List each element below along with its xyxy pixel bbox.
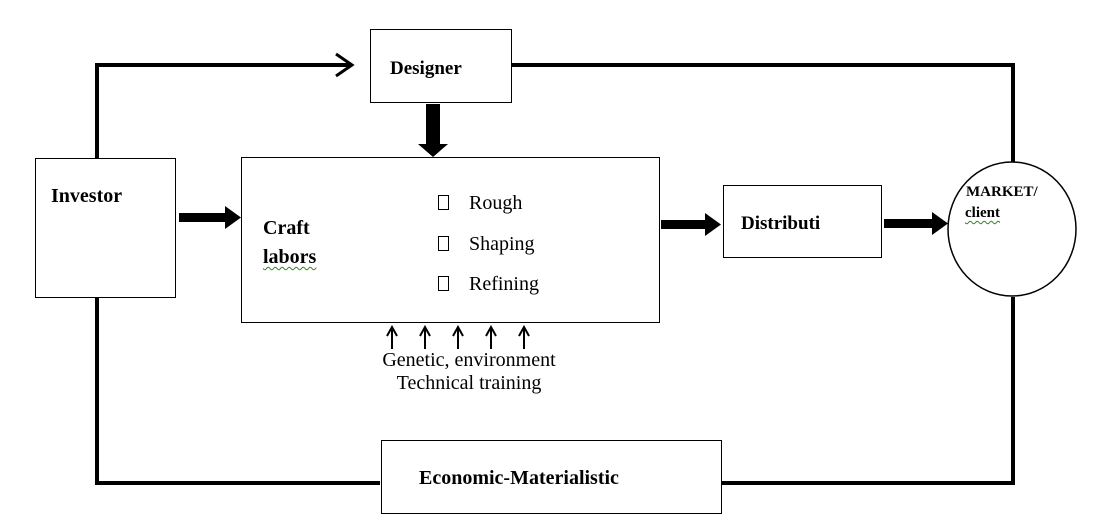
investor-to-designer-connector bbox=[95, 63, 350, 158]
influence-label-2: Technical training bbox=[396, 373, 542, 394]
process-step-label: Refining bbox=[469, 273, 539, 295]
craft-label-line1: Craft bbox=[263, 217, 310, 239]
bullet-box-icon bbox=[438, 276, 449, 291]
distribution-to-market-arrow bbox=[884, 212, 948, 235]
market-node-shape bbox=[947, 161, 1077, 297]
investor-node: Investor bbox=[35, 158, 176, 298]
craft-to-distribution-arrow bbox=[661, 213, 721, 236]
economic-materialistic-label: Economic-Materialistic bbox=[419, 467, 619, 489]
economic-materialistic-node: Economic-Materialistic bbox=[381, 440, 722, 514]
process-step-refining: Refining bbox=[438, 274, 539, 294]
market-label-line2: client bbox=[965, 205, 1000, 221]
process-step-shaping: Shaping bbox=[438, 234, 535, 254]
bullet-box-icon bbox=[438, 195, 449, 210]
designer-to-market-connector bbox=[512, 63, 1015, 162]
influence-label-1: Genetic, environment bbox=[382, 349, 556, 371]
designer-node: Designer bbox=[370, 29, 512, 103]
distribution-node: Distributi bbox=[723, 185, 882, 258]
craft-labors-node: Craft labors Rough Shaping Refining bbox=[241, 157, 660, 323]
designer-label: Designer bbox=[390, 58, 462, 79]
designer-to-craft-arrow bbox=[418, 104, 448, 157]
bullet-box-icon bbox=[438, 236, 449, 251]
investor-to-economic-connector bbox=[95, 297, 380, 485]
craft-label-line2: labors bbox=[263, 246, 317, 268]
economic-to-market-connector bbox=[722, 297, 1015, 485]
investor-label: Investor bbox=[51, 185, 123, 207]
distribution-label: Distributi bbox=[741, 213, 821, 234]
market-label-line1: MARKET/ bbox=[966, 184, 1038, 200]
process-step-label: Shaping bbox=[469, 233, 535, 255]
investor-to-craft-arrow bbox=[179, 206, 241, 229]
process-step-label: Rough bbox=[469, 192, 523, 214]
process-step-rough: Rough bbox=[438, 193, 522, 213]
designer-to-market-arrowhead bbox=[335, 52, 355, 78]
